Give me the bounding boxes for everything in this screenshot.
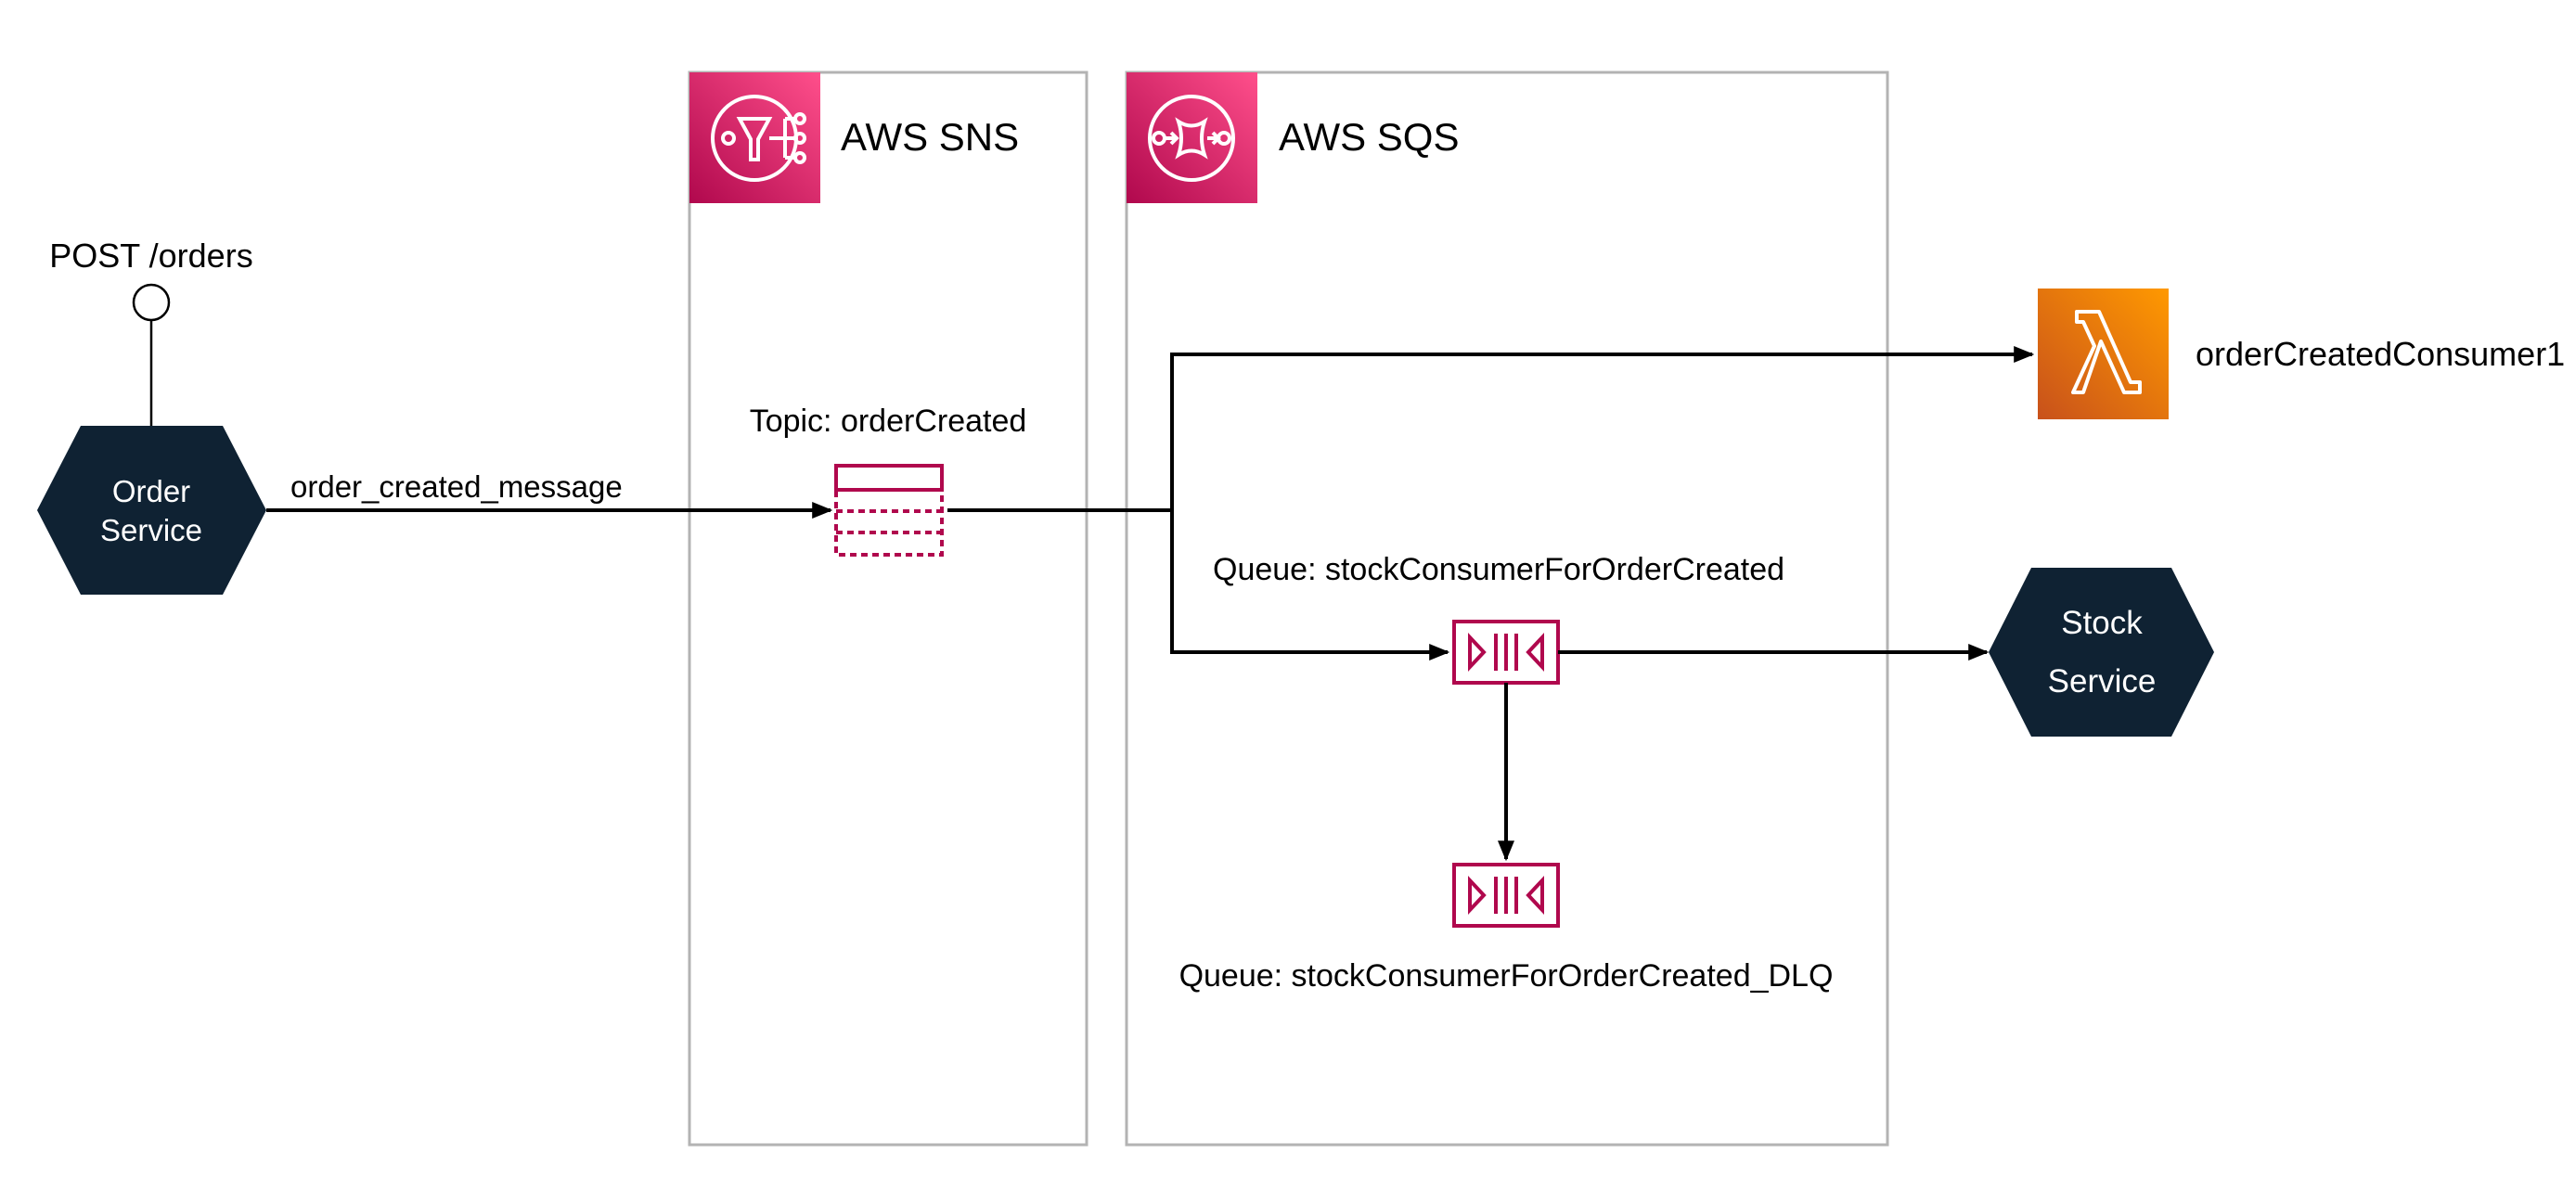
order-created-message-label: order_created_message <box>290 469 623 504</box>
endpoint-circle-icon <box>132 283 171 322</box>
queue-dlq-node[interactable]: Queue: stockConsumerForOrderCreated_DLQ <box>1179 863 1834 994</box>
sqs-queue-icon <box>1452 620 1560 685</box>
endpoint-label: POST /orders <box>49 237 252 275</box>
aws-sqs-group-border <box>1125 71 1889 1147</box>
stock-service-node[interactable]: Stock Service <box>1989 568 2214 737</box>
order-service-hexagon <box>37 426 266 595</box>
aws-sns-title: AWS SNS <box>841 115 1019 159</box>
order-service-node[interactable]: Order Service <box>37 426 266 595</box>
stock-service-hexagon <box>1989 568 2214 737</box>
sns-topic-icon <box>834 464 944 557</box>
queue-main-label: Queue: stockConsumerForOrderCreated <box>1213 552 1784 587</box>
lambda-node[interactable]: orderCreatedConsumer1 <box>2038 289 2565 419</box>
order-service-label-line2: Service <box>100 513 202 547</box>
edge-topic-to-queue <box>1170 510 1450 661</box>
stock-service-label-line2: Service <box>2048 663 2157 699</box>
sns-topic-node[interactable]: Topic: orderCreated <box>750 404 1027 557</box>
lambda-icon <box>2038 289 2169 419</box>
sqs-queue-icon <box>1452 863 1560 928</box>
edge-topic-fanout <box>947 346 2035 661</box>
order-service-label-line1: Order <box>112 474 190 508</box>
sqs-icon <box>1127 72 1257 203</box>
sns-icon <box>689 72 820 203</box>
queue-dlq-label: Queue: stockConsumerForOrderCreated_DLQ <box>1179 958 1834 994</box>
edge-topic-to-lambda <box>1170 346 2035 510</box>
aws-sqs-title: AWS SQS <box>1279 115 1459 159</box>
api-endpoint: POST /orders <box>49 237 253 426</box>
aws-sns-group-border <box>688 71 1088 1147</box>
stock-service-label-line1: Stock <box>2061 605 2143 641</box>
topic-label: Topic: orderCreated <box>750 404 1027 439</box>
edge-order-to-topic: order_created_message <box>266 469 833 519</box>
aws-sqs-group: AWS SQS <box>1125 71 1889 1147</box>
aws-sns-group: AWS SNS <box>688 71 1088 1147</box>
queue-main-node[interactable]: Queue: stockConsumerForOrderCreated <box>1213 552 1784 685</box>
lambda-label: orderCreatedConsumer1 <box>2196 335 2565 373</box>
